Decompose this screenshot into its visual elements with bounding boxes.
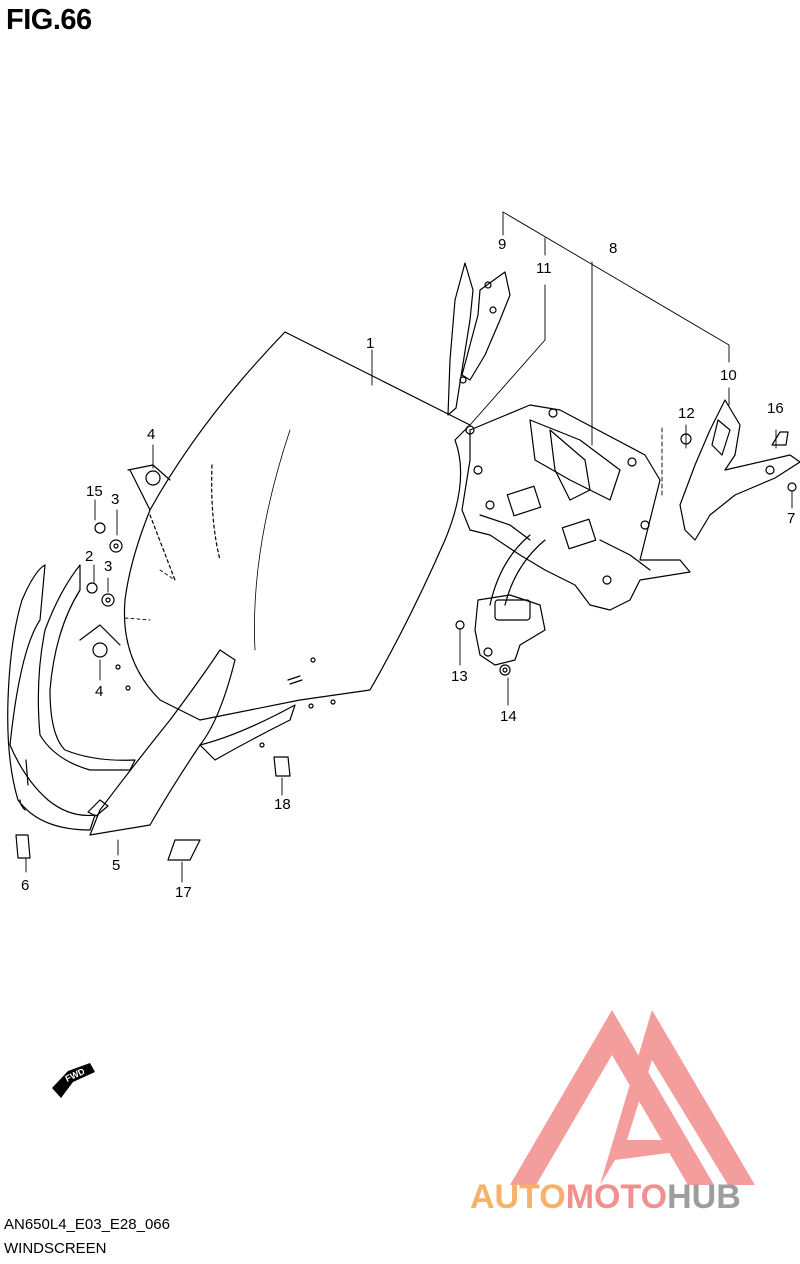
callout-2: 2: [85, 548, 93, 565]
part-bracket-left: [447, 262, 511, 416]
watermark-logo-icon: [510, 1010, 755, 1185]
callout-1: 1: [366, 335, 374, 352]
callout-5: 5: [112, 857, 120, 874]
callout-17: 17: [175, 884, 192, 901]
callout-12: 12: [678, 405, 695, 422]
callout-3a: 3: [111, 491, 119, 508]
fwd-arrow-icon: FWD: [52, 1063, 95, 1098]
callout-15: 15: [86, 483, 103, 500]
part-mount-frame: [461, 404, 691, 611]
watermark-word-hub: HUB: [667, 1178, 741, 1216]
figure-title: FIG.66: [6, 4, 92, 36]
watermark-word-auto: AUTO: [470, 1178, 566, 1216]
callout-13: 13: [451, 668, 468, 685]
callout-18: 18: [274, 796, 291, 813]
watermark-text: AUTOMOTOHUB: [470, 1178, 741, 1217]
part-windscreen: [115, 331, 471, 721]
model-code: AN650L4_E03_E28_066: [4, 1216, 170, 1233]
callout-11: 11: [536, 260, 552, 277]
callout-9: 9: [498, 236, 506, 253]
callout-10: 10: [720, 367, 737, 384]
callout-labels: 1 2 3 3 4 4 5 6 7 8 9 10 11 12 13 14 15 …: [21, 236, 795, 901]
callout-3b: 3: [104, 558, 112, 575]
watermark-word-moto: MOTO: [565, 1178, 668, 1216]
callout-4a: 4: [147, 426, 155, 443]
callout-7: 7: [787, 510, 795, 527]
callout-4b: 4: [95, 683, 103, 700]
callout-14: 14: [500, 708, 517, 725]
leader-lines: [25, 211, 793, 883]
callout-8: 8: [609, 240, 617, 257]
section-name: WINDSCREEN: [4, 1240, 107, 1257]
callout-6: 6: [21, 877, 29, 894]
part-bracket-right: [679, 399, 800, 541]
part-actuator: [474, 534, 546, 676]
callout-16: 16: [767, 400, 784, 417]
part-hardware: [15, 425, 797, 861]
part-inner-cowl: [7, 564, 296, 836]
